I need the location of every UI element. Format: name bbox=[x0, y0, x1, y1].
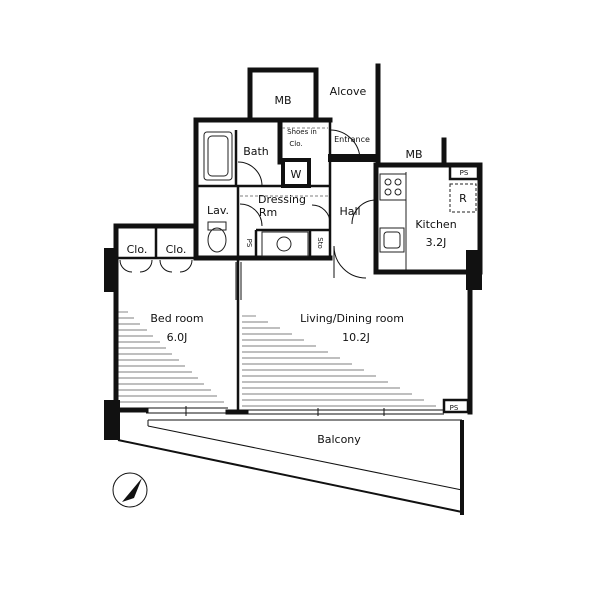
balcony-outline bbox=[117, 419, 464, 515]
toilet-icon bbox=[207, 221, 227, 253]
windows-bottom bbox=[146, 406, 444, 416]
room-label-kitchen-name: Kitchen bbox=[415, 218, 456, 231]
room-label-shoes-line2: Clo. bbox=[289, 140, 302, 148]
room-label-ps-living: PS bbox=[450, 404, 459, 412]
bathtub-icon bbox=[203, 131, 233, 181]
room-label-dressing-line2: Rm bbox=[259, 206, 277, 219]
room-label-lav: Lav. bbox=[207, 204, 229, 217]
stove-icon bbox=[379, 173, 407, 201]
room-label-bath: Bath bbox=[243, 145, 269, 158]
room-label-shoes-line1: Shoes in bbox=[287, 128, 317, 136]
room-label-w: W bbox=[291, 168, 302, 181]
room-label-hall: Hall bbox=[339, 205, 360, 218]
room-label-r: R bbox=[459, 192, 467, 205]
room-label-clo1: Clo. bbox=[127, 243, 148, 256]
room-label-balcony: Balcony bbox=[317, 433, 361, 446]
room-label-clo2: Clo. bbox=[166, 243, 187, 256]
closet-dashes bbox=[240, 127, 330, 197]
washbasin-icon bbox=[261, 231, 309, 257]
room-label-alcove: Alcove bbox=[330, 85, 367, 98]
room-label-dressing-line1: Dressing bbox=[258, 193, 306, 206]
room-label-mb-top: MB bbox=[274, 94, 291, 107]
north-arrow-icon bbox=[112, 472, 148, 508]
room-label-living-size: 10.2J bbox=[342, 331, 370, 344]
bedroom-floor-hatching bbox=[114, 311, 224, 403]
room-label-mb-right: MB bbox=[405, 148, 422, 161]
door-swings bbox=[119, 129, 377, 300]
room-label-bedroom-name: Bed room bbox=[150, 312, 203, 325]
room-label-ps-small: PS bbox=[245, 239, 253, 248]
room-label-ps-kitchen: PS bbox=[460, 169, 469, 177]
room-label-living-name: Living/Dining room bbox=[300, 312, 404, 325]
room-label-entrance: Entrance bbox=[334, 135, 370, 144]
room-label-kitchen-size: 3.2J bbox=[426, 236, 447, 249]
room-label-bedroom-size: 6.0J bbox=[167, 331, 188, 344]
fridge-box bbox=[449, 183, 477, 213]
room-label-sto: Sto bbox=[316, 237, 324, 248]
sink-icon bbox=[379, 227, 405, 253]
wall-columns bbox=[104, 154, 482, 440]
living-floor-hatching bbox=[242, 315, 436, 407]
